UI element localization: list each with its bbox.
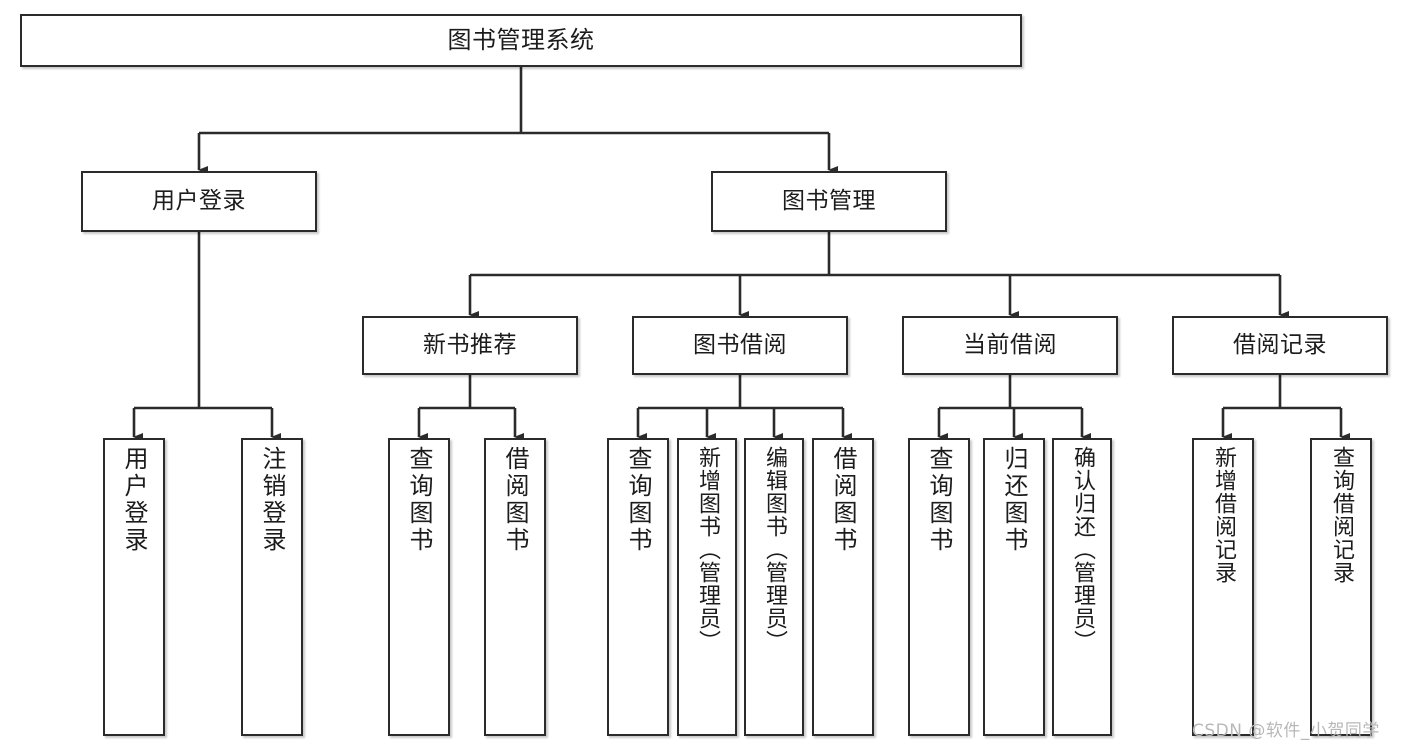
node-label-new-book-rec: 新书推荐: [423, 331, 517, 358]
node-leaf-log-add[interactable]: 新增借阅记录: [1192, 438, 1254, 736]
node-label-leaf-brw-borrow: 借阅图书: [829, 446, 857, 554]
node-cur-borrow[interactable]: 当前借阅: [902, 316, 1118, 375]
node-leaf-user-logout[interactable]: 注销登录: [241, 438, 303, 736]
node-label-leaf-cur-return: 归还图书: [1000, 446, 1028, 554]
node-new-book-rec[interactable]: 新书推荐: [362, 316, 578, 375]
node-label-leaf-user-logout: 注销登录: [258, 446, 286, 554]
node-leaf-brw-query[interactable]: 查询图书: [607, 438, 669, 736]
node-leaf-cur-query[interactable]: 查询图书: [908, 438, 970, 736]
node-label-leaf-brw-query: 查询图书: [624, 446, 652, 554]
node-leaf-cur-confirm[interactable]: 确认归还（管理员）: [1052, 438, 1112, 736]
node-label-book-borrow: 图书借阅: [693, 331, 787, 358]
node-label-leaf-rec-borrow: 借阅图书: [501, 446, 529, 554]
node-leaf-brw-edit[interactable]: 编辑图书（管理员）: [744, 438, 804, 736]
node-label-leaf-cur-confirm: 确认归还（管理员）: [1070, 446, 1095, 653]
node-leaf-rec-query[interactable]: 查询图书: [388, 438, 450, 736]
node-leaf-rec-borrow[interactable]: 借阅图书: [484, 438, 546, 736]
node-root[interactable]: 图书管理系统: [20, 14, 1022, 67]
node-label-leaf-log-query: 查询借阅记录: [1329, 446, 1354, 584]
node-leaf-brw-borrow[interactable]: 借阅图书: [812, 438, 874, 736]
node-label-leaf-brw-add: 新增图书（管理员）: [695, 446, 720, 653]
node-leaf-user-login[interactable]: 用户登录: [103, 438, 165, 736]
csdn-watermark: CSDN @软件_小贺同学: [1192, 721, 1380, 741]
node-label-leaf-rec-query: 查询图书: [405, 446, 433, 554]
node-leaf-log-query[interactable]: 查询借阅记录: [1310, 438, 1372, 736]
node-leaf-brw-add[interactable]: 新增图书（管理员）: [677, 438, 737, 736]
node-user-login[interactable]: 用户登录: [81, 171, 317, 232]
node-leaf-cur-return[interactable]: 归还图书: [983, 438, 1045, 736]
node-book-borrow[interactable]: 图书借阅: [632, 316, 848, 375]
node-label-leaf-log-add: 新增借阅记录: [1211, 446, 1236, 584]
node-label-leaf-user-login: 用户登录: [120, 446, 148, 554]
node-label-user-login: 用户登录: [152, 187, 246, 214]
node-label-borrow-log: 借阅记录: [1233, 331, 1327, 358]
node-label-cur-borrow: 当前借阅: [963, 331, 1057, 358]
node-label-leaf-brw-edit: 编辑图书（管理员）: [762, 446, 787, 653]
node-label-book-manage: 图书管理: [782, 187, 876, 214]
node-label-leaf-cur-query: 查询图书: [925, 446, 953, 554]
node-label-root: 图书管理系统: [447, 26, 595, 55]
connector-lines: [132, 67, 1350, 441]
node-borrow-log[interactable]: 借阅记录: [1172, 316, 1388, 375]
node-book-manage[interactable]: 图书管理: [711, 171, 947, 232]
